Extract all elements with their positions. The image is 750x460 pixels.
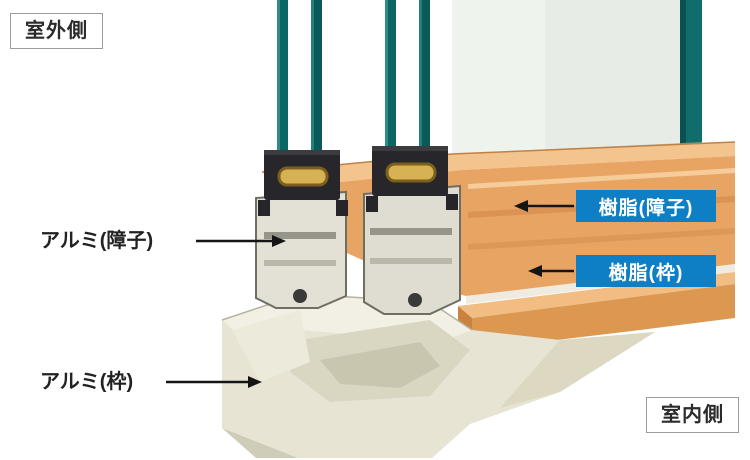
double-glazing-right bbox=[385, 0, 430, 170]
fixed-glass-pane bbox=[452, 0, 702, 159]
resin-frame-badge: 樹脂(枠) bbox=[576, 255, 716, 287]
indoor-side-label: 室内側 bbox=[646, 397, 739, 433]
glazing-channel-right bbox=[372, 146, 448, 196]
callout-connectors bbox=[166, 200, 574, 388]
aluminum-sash-profile-right bbox=[363, 184, 461, 315]
setting-block bbox=[385, 162, 437, 183]
aluminum-sash-profile-left bbox=[255, 190, 348, 309]
arrow-resin-frame bbox=[528, 265, 542, 277]
setting-block bbox=[277, 166, 329, 187]
arrow-resin-sash bbox=[514, 200, 528, 212]
aluminum-sash-label: アルミ(障子) bbox=[40, 230, 154, 252]
outdoor-side-label: 室外側 bbox=[10, 13, 103, 49]
arrow-aluminum-frame bbox=[248, 376, 262, 388]
aluminum-frame-label: アルミ(枠) bbox=[40, 371, 134, 393]
resin-sash-badge: 樹脂(障子) bbox=[576, 190, 716, 222]
glazing-channel-left bbox=[264, 150, 340, 200]
arrow-aluminum-sash bbox=[272, 235, 286, 247]
double-glazing-left bbox=[277, 0, 322, 176]
